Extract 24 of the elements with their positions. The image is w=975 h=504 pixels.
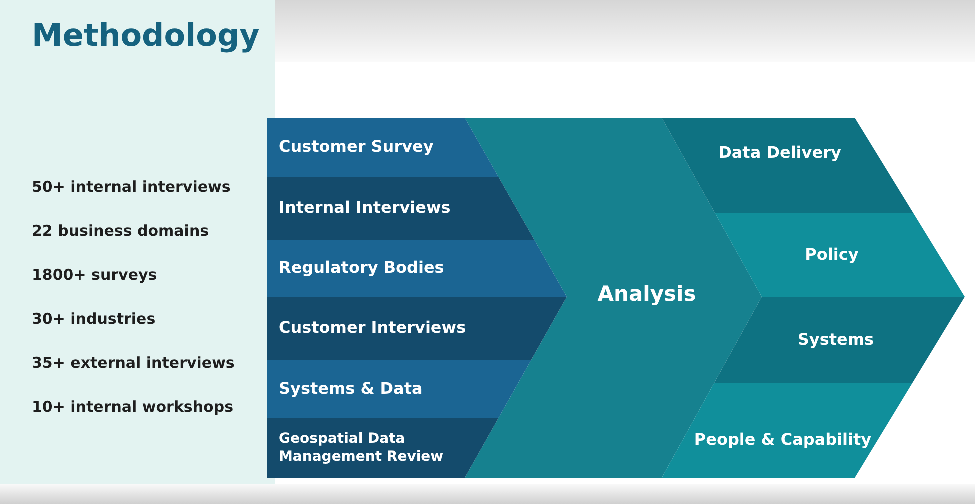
title: Methodology xyxy=(32,18,260,54)
band-label: Policy xyxy=(804,244,860,266)
input-band xyxy=(267,360,532,418)
input-band xyxy=(267,118,499,177)
statistic-text: 35+ external interviews xyxy=(32,354,235,372)
band-label: Customer Interviews xyxy=(279,318,468,339)
band-label: Internal Interviews xyxy=(279,198,452,219)
band-label: Data Delivery xyxy=(718,143,842,164)
band-label: Systems & Data xyxy=(279,378,424,400)
input-band xyxy=(267,177,535,240)
input-band xyxy=(267,240,567,297)
input-band xyxy=(267,297,567,360)
band-label: Geospatial Data Management Review xyxy=(279,430,445,466)
statistic-text: 10+ internal workshops xyxy=(32,398,234,416)
band-label: Systems xyxy=(796,330,876,350)
band-label: Regulatory Bodies xyxy=(279,258,446,279)
statistic-text: 30+ industries xyxy=(32,310,156,328)
statistic-text: 50+ internal interviews xyxy=(32,178,231,196)
statistic-text: 1800+ surveys xyxy=(32,266,158,284)
band-label: People & Capability xyxy=(693,430,873,451)
statistic-text: 22 business domains xyxy=(32,222,210,240)
band-label: Customer Survey xyxy=(279,137,435,158)
input-band xyxy=(267,418,499,478)
band-label: Analysis xyxy=(596,281,698,308)
